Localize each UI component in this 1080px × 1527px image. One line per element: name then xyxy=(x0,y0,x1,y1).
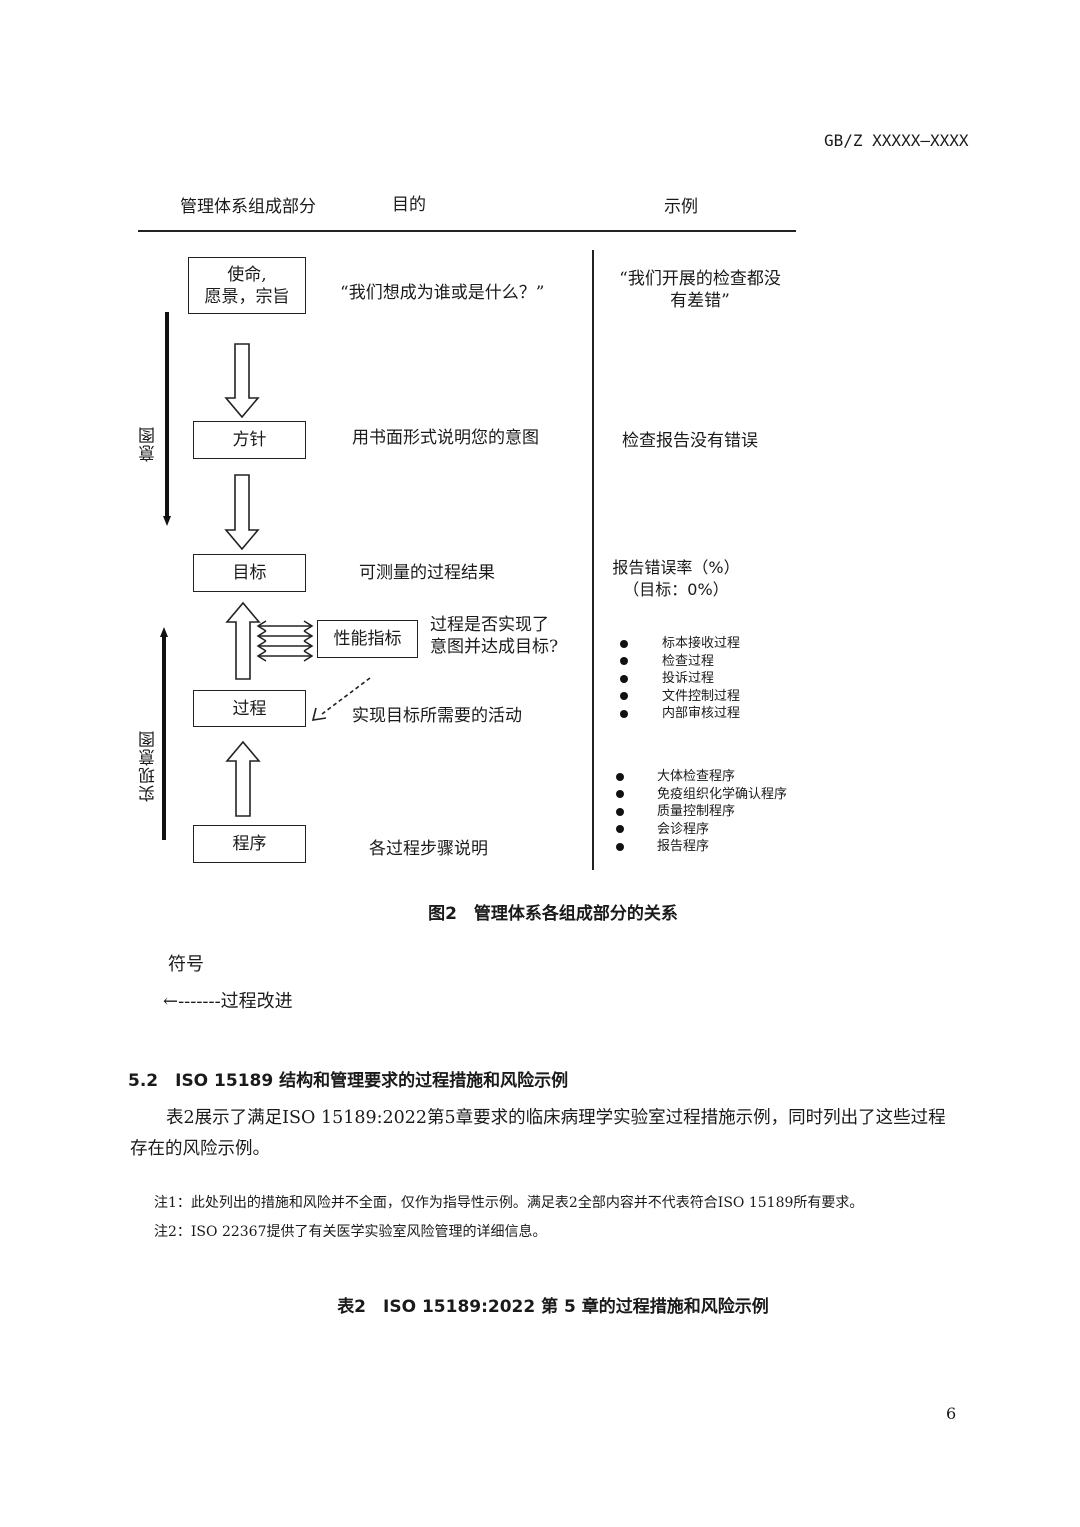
example-mission-line2: 有差错” xyxy=(670,291,730,311)
paragraph-line-2: 存在的风险示例。 xyxy=(130,1139,270,1159)
procedure-box: 程序 xyxy=(193,825,306,863)
document-code: GB/Z XXXXX—XXXX xyxy=(824,131,969,150)
purpose-policy: 用书面形式说明您的意图 xyxy=(352,428,539,448)
example-objective-line1: 报告错误率（%） xyxy=(612,558,740,577)
column-header-purpose: 目的 xyxy=(392,195,426,215)
list-item: 文件控制过程 xyxy=(620,688,740,706)
bullet-icon xyxy=(620,639,628,648)
bullet-icon xyxy=(620,657,628,666)
list-item: 质量控制程序 xyxy=(616,803,787,821)
note-1: 注1：此处列出的措施和风险并不全面，仅作为指导性示例。满足表2全部内容并不代表符… xyxy=(154,1195,864,1211)
mission-box: 使命, 愿景，宗旨 xyxy=(188,257,306,314)
double-arrow-icons xyxy=(256,620,314,662)
process-example-list: 标本接收过程 检查过程 投诉过程 文件控制过程 内部审核过程 xyxy=(620,635,740,723)
list-item: 投诉过程 xyxy=(620,670,740,688)
procedure-example-list: 大体检查程序 免疫组织化学确认程序 质量控制程序 会诊程序 报告程序 xyxy=(616,768,787,856)
list-item: 大体检查程序 xyxy=(616,768,787,786)
table-caption: 表2 ISO 15189:2022 第 5 章的过程措施和风险示例 xyxy=(337,1297,769,1317)
example-objective-line2: （目标：0%） xyxy=(623,580,729,599)
symbol-title: 符号 xyxy=(168,954,204,975)
paragraph-line-1: 表2展示了满足ISO 15189:2022第5章要求的临床病理学实验室过程措施示… xyxy=(166,1108,946,1128)
policy-box: 方针 xyxy=(193,421,306,459)
mission-label-line2: 愿景，宗旨 xyxy=(204,286,290,307)
list-item: 免疫组织化学确认程序 xyxy=(616,786,787,804)
example-objective: 报告错误率（%） （目标：0%） xyxy=(606,557,746,601)
bullet-icon xyxy=(616,807,624,816)
purpose-mission: “我们想成为谁或是什么？” xyxy=(340,283,545,303)
purpose-indicator-line1: 过程是否实现了 xyxy=(430,615,549,635)
bullet-icon xyxy=(616,790,624,799)
column-header-component: 管理体系组成部分 xyxy=(180,197,316,217)
page-number: 6 xyxy=(946,1404,957,1423)
performance-indicator-box: 性能指标 xyxy=(317,620,418,658)
process-box: 过程 xyxy=(193,690,306,727)
bullet-icon xyxy=(620,674,628,683)
down-arrow-icon xyxy=(224,343,260,419)
down-arrow-icon xyxy=(224,474,260,551)
example-mission-line1: “我们开展的检查都没 xyxy=(619,269,781,289)
up-arrow-icon xyxy=(225,601,261,680)
objective-box: 目标 xyxy=(193,554,306,592)
list-item: 会诊程序 xyxy=(616,821,787,839)
bullet-icon xyxy=(616,825,624,834)
improvement-arrow xyxy=(321,677,371,715)
example-policy: 检查报告没有错误 xyxy=(622,431,758,451)
side-label-intent: 意图 xyxy=(139,426,159,462)
bullet-icon xyxy=(616,772,624,781)
bullet-icon xyxy=(620,709,628,718)
list-item: 检查过程 xyxy=(620,653,740,671)
note-2: 注2：ISO 22367提供了有关医学实验室风险管理的详细信息。 xyxy=(154,1224,547,1240)
purpose-process: 实现目标所需要的活动 xyxy=(352,706,522,726)
purpose-objective: 可测量的过程结果 xyxy=(359,563,495,583)
purpose-indicator-line2: 意图并达成目标? xyxy=(430,637,559,657)
symbol-legend: ←-------过程改进 xyxy=(163,991,293,1012)
list-item: 标本接收过程 xyxy=(620,635,740,653)
list-item: 报告程序 xyxy=(616,838,787,856)
bullet-icon xyxy=(620,692,628,701)
example-mission: “我们开展的检查都没 有差错” xyxy=(600,268,800,312)
purpose-procedure: 各过程步骤说明 xyxy=(369,839,488,859)
section-heading: 5.2 ISO 15189 结构和管理要求的过程措施和风险示例 xyxy=(128,1071,569,1091)
up-arrow-icon xyxy=(225,740,261,817)
list-item: 内部审核过程 xyxy=(620,705,740,723)
bullet-icon xyxy=(616,842,624,851)
mission-label-line1: 使命, xyxy=(227,264,267,285)
side-label-realize: 实现意图 xyxy=(139,730,159,802)
column-header-example: 示例 xyxy=(664,197,698,217)
purpose-indicator: 过程是否实现了 意图并达成目标? xyxy=(430,614,558,658)
figure-graphics xyxy=(138,230,796,870)
figure-caption: 图2 管理体系各组成部分的关系 xyxy=(428,904,678,924)
